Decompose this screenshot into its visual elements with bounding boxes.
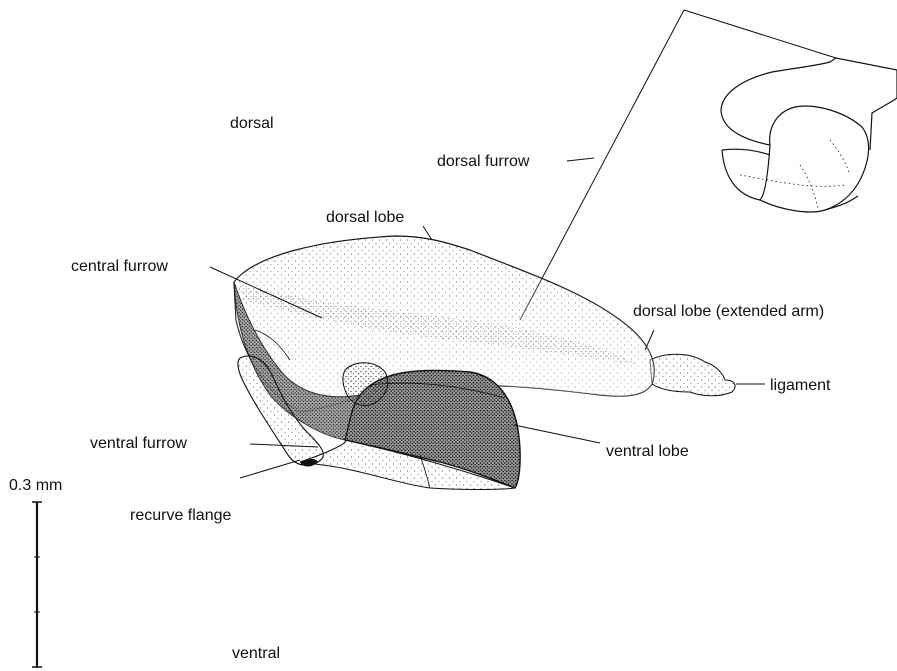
recurve-flange-label: recurve flange xyxy=(130,507,231,524)
scale-bar-label: 0.3 mm xyxy=(9,477,62,494)
scale-bar: 0.3 mm xyxy=(9,477,62,668)
dorsal-orientation-label: dorsal xyxy=(230,115,274,132)
central-furrow-label: central furrow xyxy=(71,258,168,275)
dorsal-lobe-label: dorsal lobe xyxy=(326,209,404,226)
ventral-lobe-label: ventral lobe xyxy=(606,443,689,460)
ligament-shape xyxy=(650,354,735,396)
dorsal-lobe-extended-label: dorsal lobe (extended arm) xyxy=(633,303,824,320)
ventral-furrow-label: ventral furrow xyxy=(90,435,187,452)
ligament-label: ligament xyxy=(770,377,831,394)
ventral-orientation-label: ventral xyxy=(232,645,280,662)
inset-thumbnail xyxy=(721,58,897,212)
dorsal-furrow-label: dorsal furrow xyxy=(437,153,530,170)
dorsal-furrow-leader xyxy=(520,10,836,320)
